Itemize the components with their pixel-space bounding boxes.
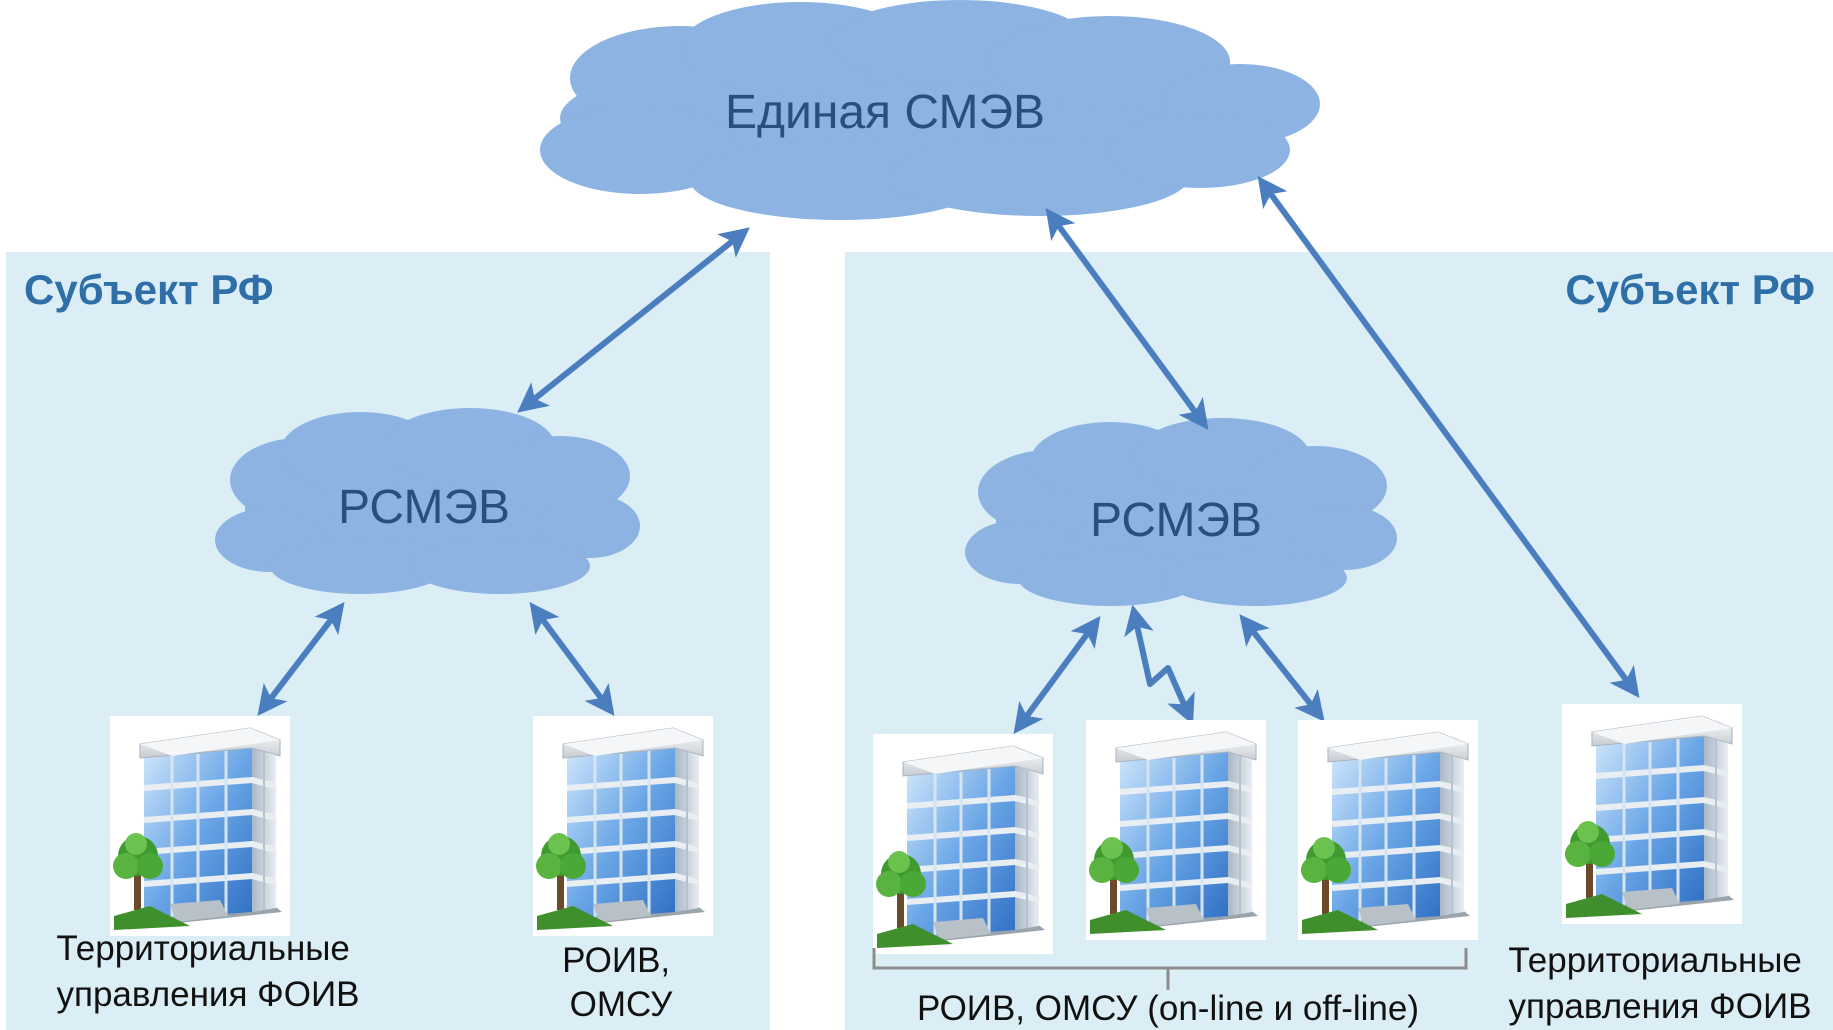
- arrow-right-rsmev-to-smev: [1045, 207, 1209, 431]
- arrow-right-fo-iv-to-smev: [1257, 175, 1640, 699]
- arrow-left-fo-iv-to-rsmev: [257, 602, 345, 716]
- arrow-left-roiv-to-rsmev: [529, 601, 615, 717]
- office-building-icon: [1298, 720, 1478, 940]
- caption-left-roiv-line1: РОИВ,: [562, 941, 670, 980]
- group-bracket: [872, 948, 1468, 990]
- caption-left-fo-iv-line2: управления ФОИВ: [57, 975, 360, 1014]
- office-building-icon: [873, 734, 1053, 954]
- office-building-icon: [1562, 704, 1742, 924]
- arrow-right-roiv3-to-rsmev: [1239, 614, 1325, 722]
- caption-left-roiv: РОИВ, ОМСУ: [562, 941, 680, 1024]
- region-left-cloud-label: РСМЭВ: [338, 481, 510, 534]
- region-left-title: Субъект РФ: [24, 266, 274, 313]
- arrow-right-roiv1-to-rsmev: [1013, 615, 1101, 735]
- office-building-icon: [533, 716, 713, 936]
- region-right-title: Субъект РФ: [1565, 266, 1815, 313]
- caption-left-fo-iv-line1: Территориальные: [56, 929, 350, 968]
- region-left-cloud-icon: [215, 408, 640, 594]
- caption-right-fo-iv-line2: управления ФОИВ: [1509, 987, 1812, 1026]
- arrow-left-rsmev-to-smev: [517, 227, 750, 413]
- caption-left-roiv-line2: ОМСУ: [570, 985, 673, 1024]
- office-building-icon: [1086, 720, 1266, 940]
- caption-right-group: РОИВ, ОМСУ (on-line и off-line): [917, 989, 1419, 1028]
- caption-left-fo-iv: Территориальные управления ФОИВ: [56, 929, 359, 1014]
- region-right-cloud-label: РСМЭВ: [1090, 494, 1262, 547]
- arrow-right-roiv2-offline-zigzag: [1124, 604, 1195, 725]
- caption-right-fo-iv-line1: Территориальные: [1508, 941, 1802, 980]
- top-cloud-label: Единая СМЭВ: [725, 86, 1045, 139]
- top-cloud-icon: [540, 0, 1320, 220]
- office-building-icon: [110, 716, 290, 936]
- caption-right-fo-iv: Территориальные управления ФОИВ: [1508, 941, 1811, 1026]
